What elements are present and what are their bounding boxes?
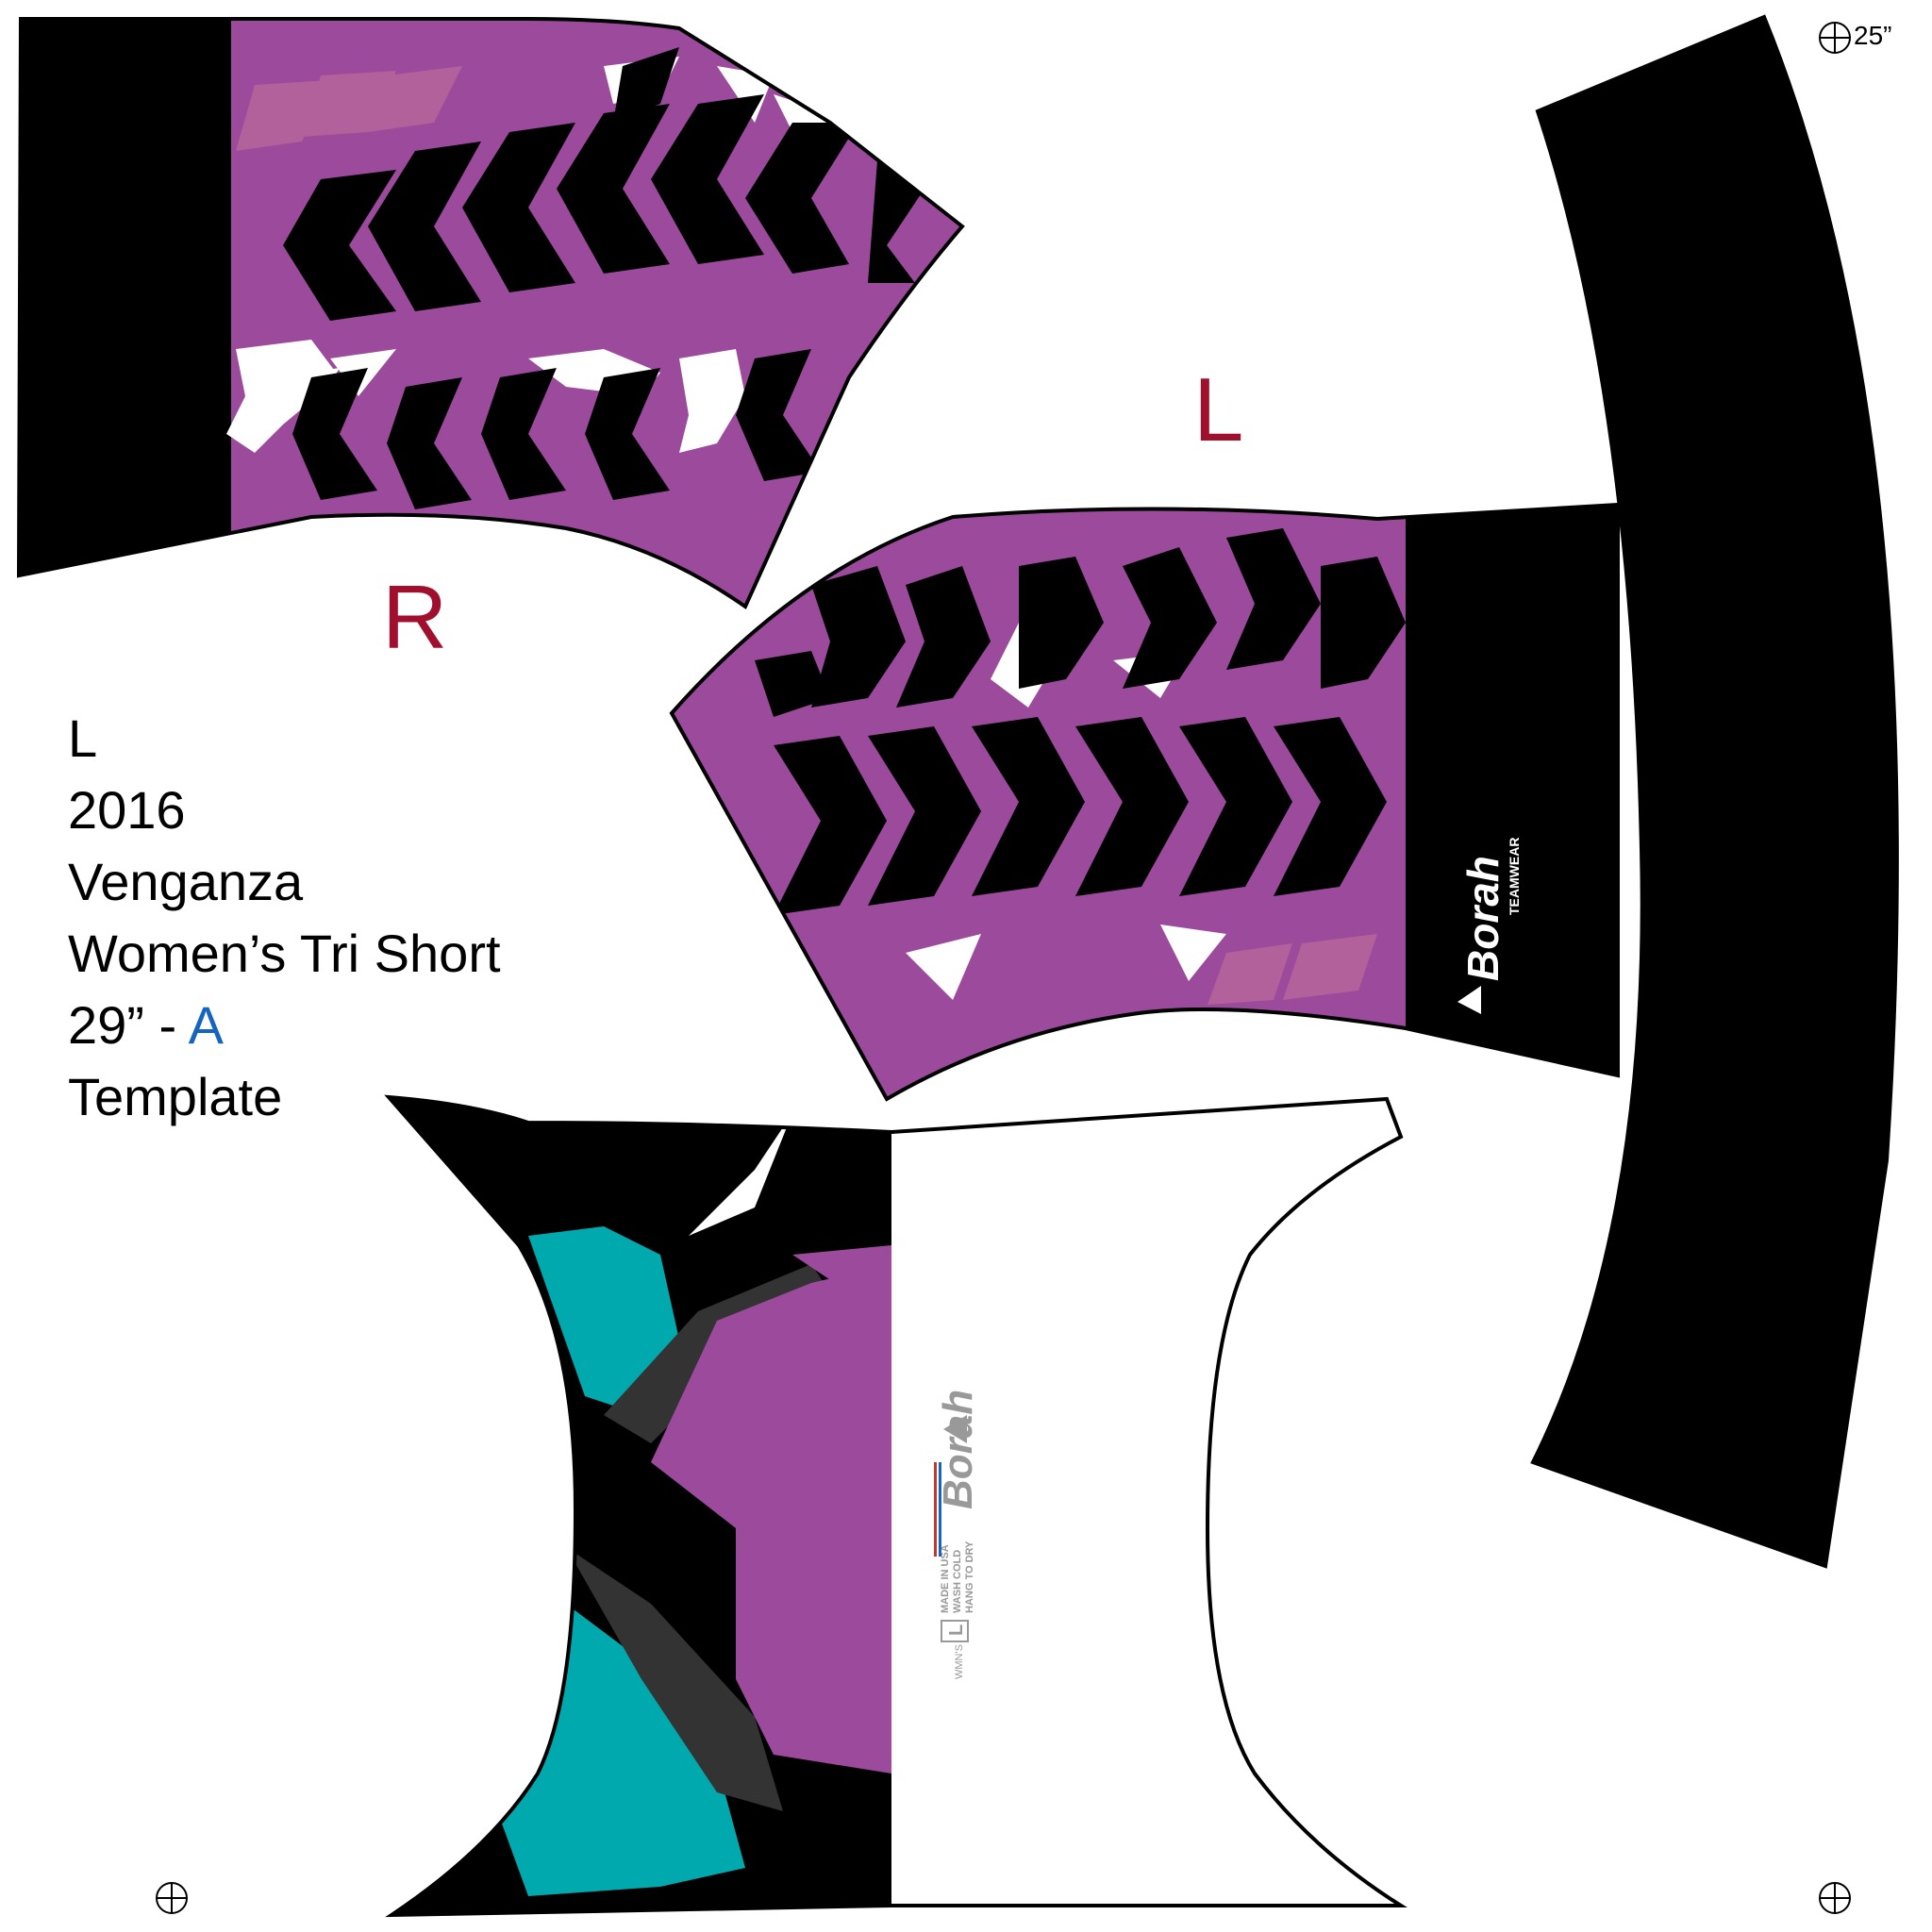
borah-logo-white: Borah TEAMWEAR <box>1457 838 1522 1014</box>
svg-text:Borah: Borah <box>1458 856 1507 981</box>
year-text: 2016 <box>68 780 186 840</box>
center-panel: Borah MADE IN USA WASH COLD HANG TO DRY … <box>384 1094 1407 1918</box>
right-side-label: R <box>382 567 448 668</box>
left-leg-panel: Borah TEAMWEAR <box>669 502 1620 1102</box>
registration-mark-bottom-right <box>1819 1882 1851 1914</box>
svg-text:L: L <box>946 1624 967 1636</box>
svg-text:HANG TO DRY: HANG TO DRY <box>964 1541 975 1613</box>
length-prefix: 29” - <box>68 995 189 1055</box>
registration-mark-bottom-left <box>156 1882 188 1914</box>
svg-text:Borah: Borah <box>935 1390 981 1509</box>
borah-logo-gray: Borah MADE IN USA WASH COLD HANG TO DRY … <box>934 1390 981 1679</box>
kind-text: Template <box>68 1067 283 1126</box>
svg-text:MADE IN USA: MADE IN USA <box>940 1544 951 1613</box>
svg-text:TEAMWEAR: TEAMWEAR <box>1507 838 1522 915</box>
template-info: L 2016 Venganza Women’s Tri Short 29” - … <box>68 703 501 1133</box>
left-side-label: L <box>1193 359 1244 460</box>
svg-text:WASH COLD: WASH COLD <box>952 1550 963 1613</box>
registration-marks <box>156 22 1851 1914</box>
size-text: L <box>68 708 98 768</box>
measure-label: 25” <box>1854 21 1892 50</box>
variant-letter: A <box>188 995 224 1055</box>
right-leg-panel <box>16 17 965 610</box>
registration-mark-top-right <box>1819 22 1851 54</box>
design-text: Venganza <box>68 852 304 911</box>
waistband-panel <box>1530 14 1899 1569</box>
svg-text:WMN'S: WMN'S <box>954 1644 965 1679</box>
product-text: Women’s Tri Short <box>68 924 501 983</box>
length-text: 29” - A <box>68 990 501 1061</box>
